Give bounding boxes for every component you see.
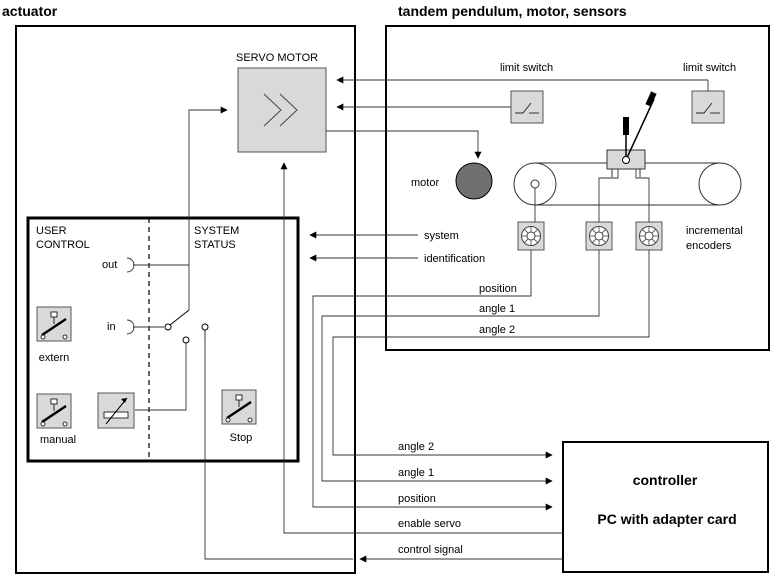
manual-label: manual (40, 434, 76, 446)
stop-button[interactable] (220, 388, 258, 426)
limit-switch-right (691, 90, 725, 124)
plant-heading: tandem pendulum, motor, sensors (398, 3, 627, 19)
label-control-signal: control signal (398, 544, 463, 556)
label-identification: identification (424, 253, 485, 265)
conn-cart-encoder1 (598, 169, 619, 222)
line-enable-servo (280, 162, 563, 534)
line-angle1 (321, 250, 600, 485)
encoders-label-line2: encoders (686, 240, 732, 252)
arrow-servo-to-motor (326, 130, 482, 159)
limit-switch-left-label: limit switch (500, 62, 553, 74)
control-panel-frame (26, 216, 300, 463)
system-status-label-1: SYSTEM (194, 225, 239, 237)
extern-label: extern (39, 352, 70, 364)
user-control-label-2: CONTROL (36, 239, 90, 251)
motor-label: motor (411, 177, 439, 189)
line-manual-signal (135, 343, 187, 411)
label-enable-servo: enable servo (398, 518, 461, 530)
out-connector (126, 257, 135, 273)
label-position-top: position (479, 283, 517, 295)
encoder-angle2-icon (635, 221, 663, 251)
controller-box (562, 441, 769, 573)
manual-button[interactable] (35, 392, 73, 430)
actuator-frame (15, 25, 356, 574)
in-connector (126, 319, 135, 335)
out-label: out (102, 259, 117, 271)
label-angle1-top: angle 1 (479, 303, 515, 315)
pendulum-cart (606, 91, 657, 177)
belt-track (513, 162, 742, 206)
line-control-signal-inner (204, 330, 353, 560)
limit-switch-right-label: limit switch (683, 62, 736, 74)
encoders-label-line1: incremental (686, 225, 743, 237)
line-position (312, 250, 553, 511)
limit-switch-left (510, 90, 544, 124)
servo-motor-label: SERVO MOTOR (236, 52, 318, 64)
encoder-position-icon (517, 221, 545, 251)
actuator-heading: actuator (2, 3, 58, 19)
controller-subtitle: PC with adapter card (597, 511, 736, 527)
line-to-servo (188, 106, 228, 310)
user-control-label-1: USER (36, 225, 67, 237)
controller-title: controller (633, 472, 698, 488)
conn-cart-encoder2 (635, 169, 650, 222)
label-angle2-top: angle 2 (479, 324, 515, 336)
servo-motor (237, 67, 327, 153)
potentiometer[interactable] (97, 392, 135, 429)
label-position-bottom: position (398, 493, 436, 505)
mode-switch (135, 309, 209, 411)
system-status-label-2: STATUS (194, 239, 236, 251)
encoder-angle1-icon (585, 221, 613, 251)
label-angle2-bottom: angle 2 (398, 441, 434, 453)
motor (455, 162, 493, 200)
label-system: system (424, 230, 459, 242)
in-label: in (107, 321, 116, 333)
line-angle2 (332, 250, 650, 459)
stop-label: Stop (230, 432, 253, 444)
label-angle1-bottom: angle 1 (398, 467, 434, 479)
extern-button[interactable] (35, 305, 73, 343)
plant-frame (385, 25, 770, 351)
